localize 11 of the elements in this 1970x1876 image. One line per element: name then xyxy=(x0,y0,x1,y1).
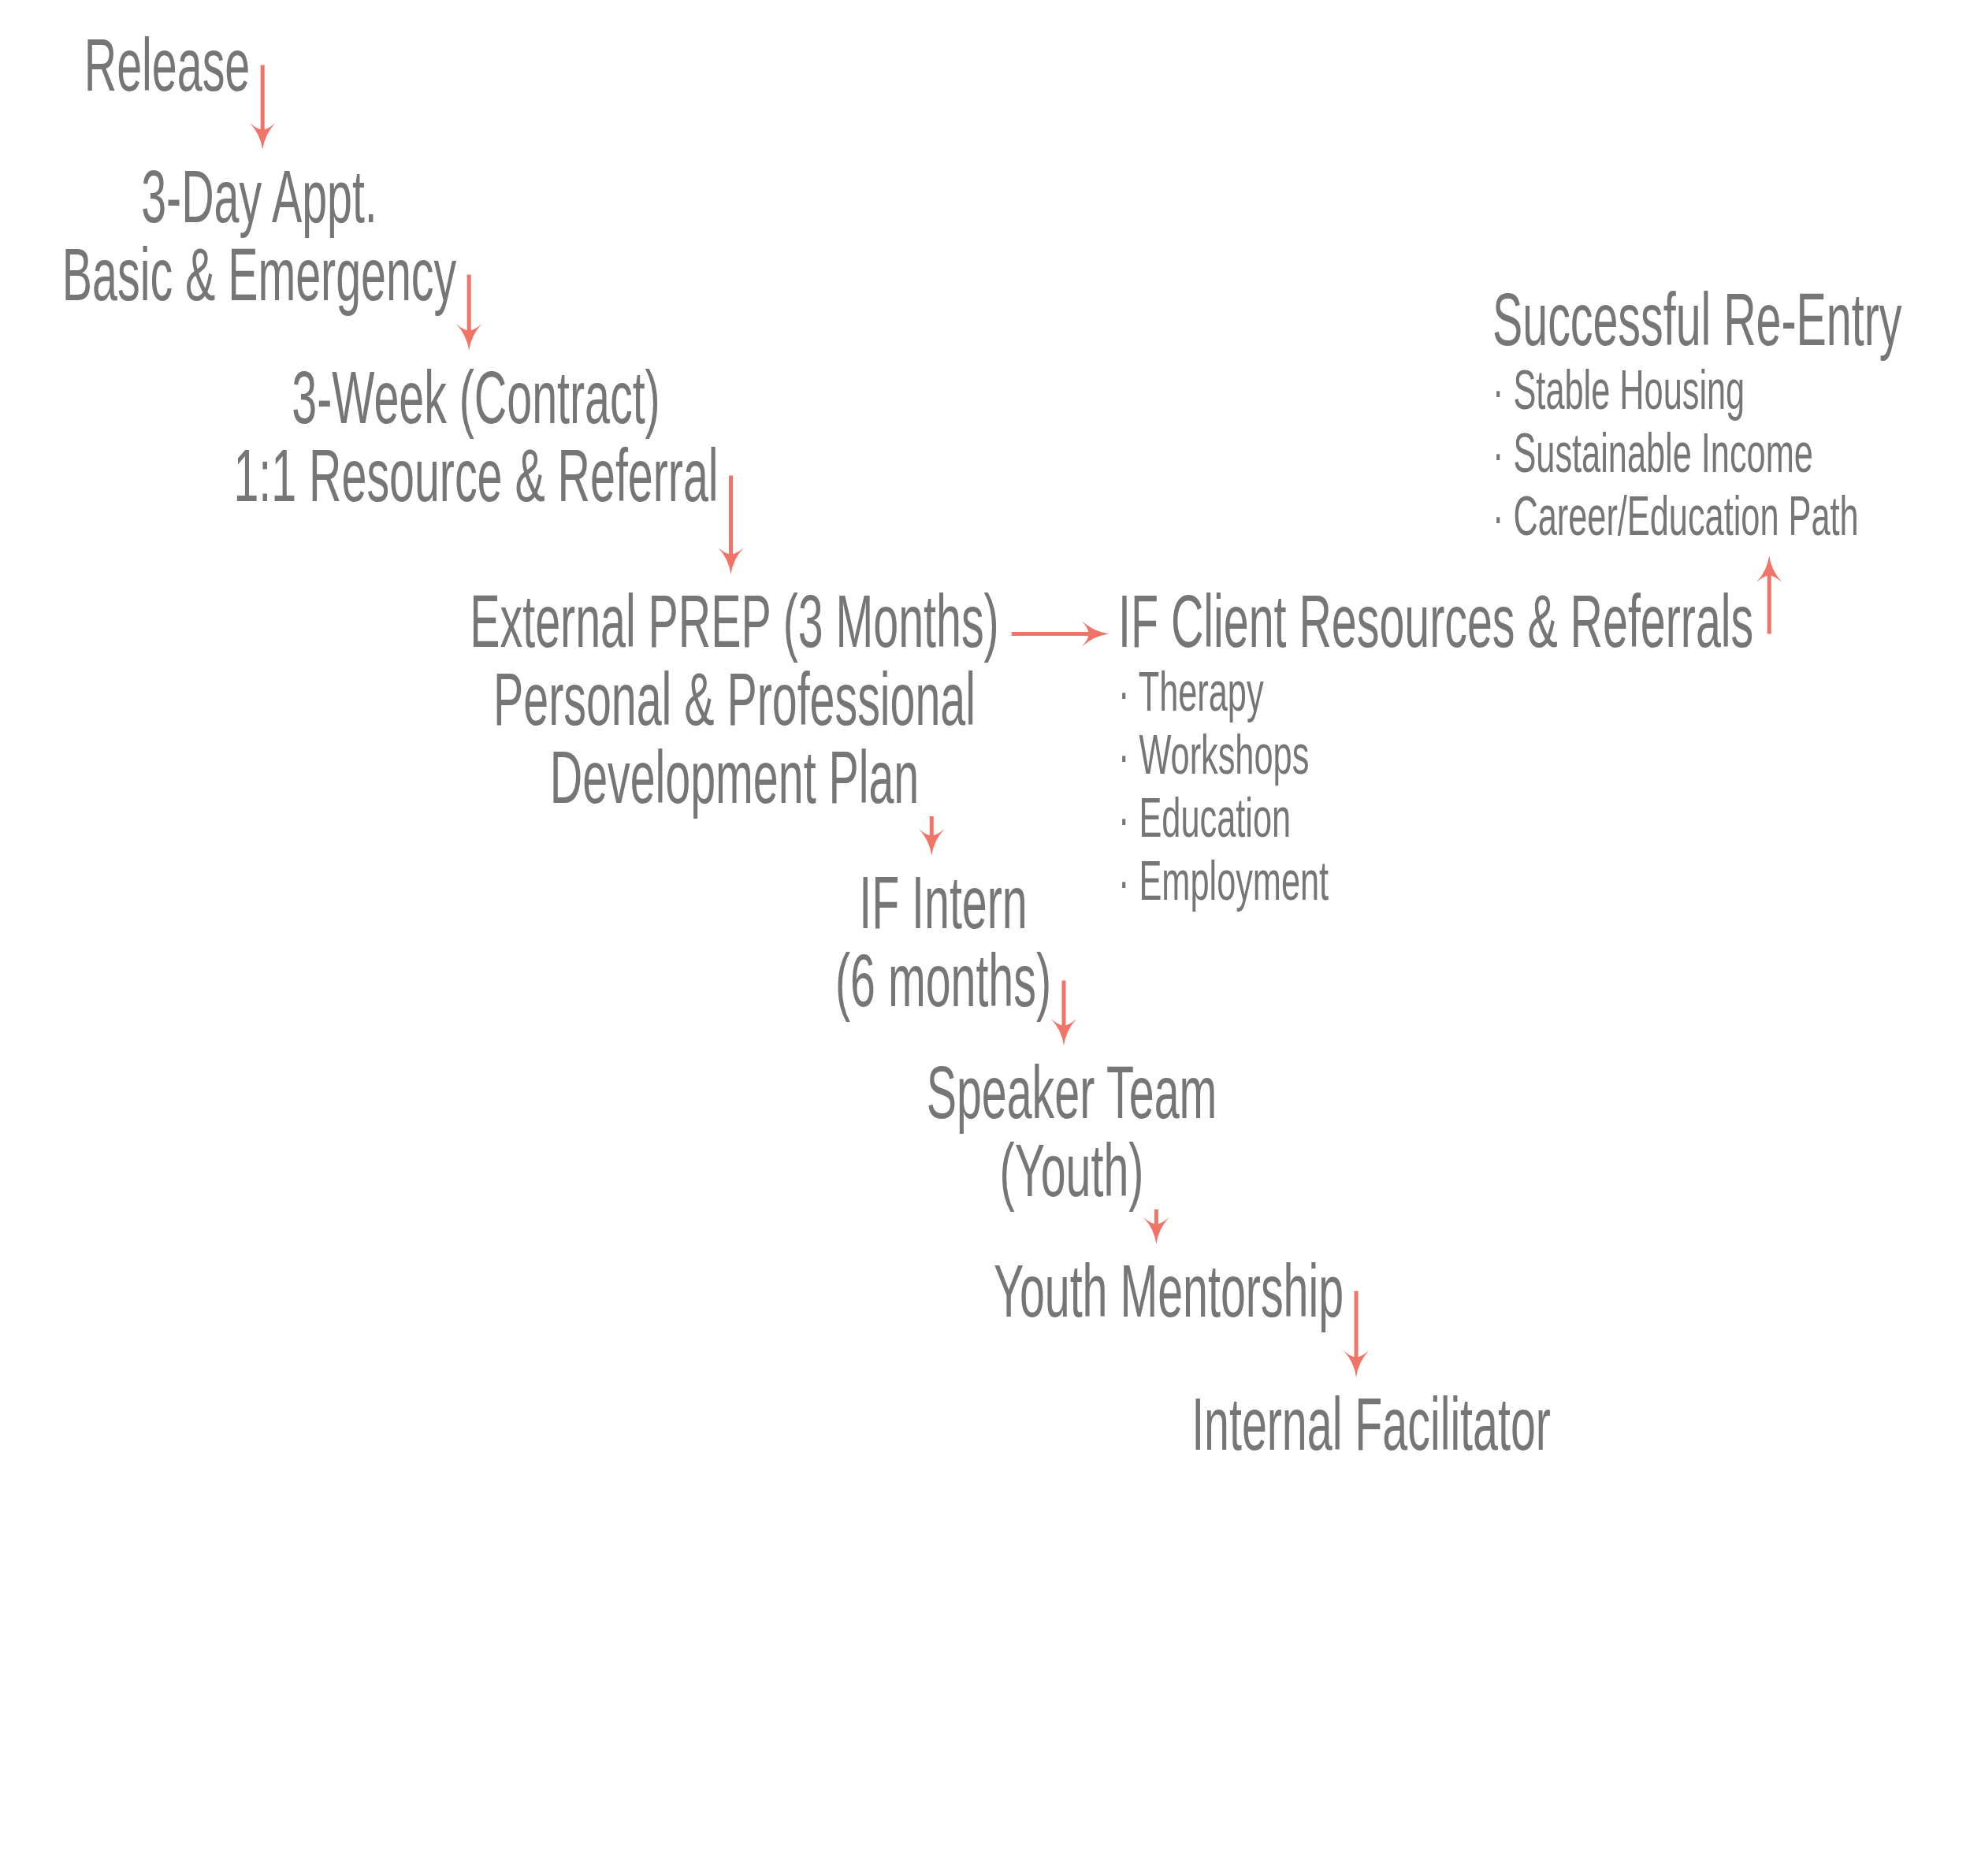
step-label: 3-Week (Contract) 1:1 Resource & Referral xyxy=(233,358,719,515)
step-label: Internal Facilitator xyxy=(1191,1385,1551,1463)
step-label: Release xyxy=(84,26,251,104)
section-heading: IF Client Resources & Referrals xyxy=(1118,582,1754,660)
list-item: · Therapy xyxy=(1118,660,1264,723)
list-item: · Employment xyxy=(1118,849,1329,912)
list-item: · Career/Education Path xyxy=(1492,485,1859,548)
list-item: · Sustainable Income xyxy=(1492,422,1813,485)
list-item: · Stable Housing xyxy=(1492,358,1745,422)
list-item: · Workshops xyxy=(1118,723,1310,786)
list-item: · Education xyxy=(1118,786,1292,849)
